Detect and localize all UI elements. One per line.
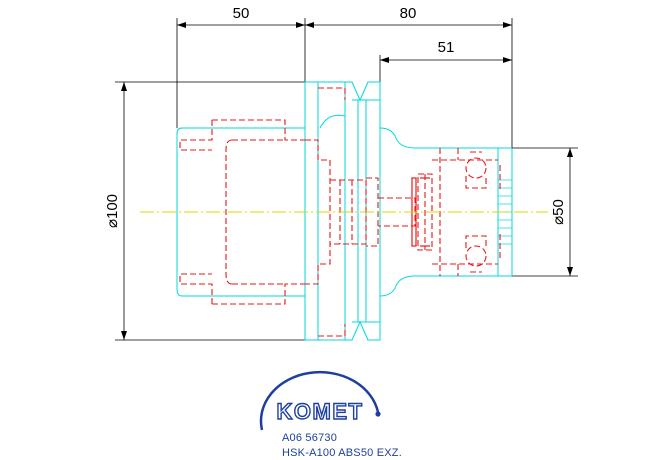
part-outline — [176, 81, 513, 341]
part-description: HSK-A100 ABS50 EXZ. — [282, 447, 402, 459]
part-number: A06 56730 — [282, 432, 338, 444]
dimension-lines — [115, 18, 578, 341]
komet-logo: KOMET — [259, 370, 381, 431]
dim-text-80: 80 — [400, 5, 417, 22]
komet-logo-text: KOMET — [277, 399, 364, 424]
dim-text-50: 50 — [233, 5, 250, 22]
dimension-arrows — [121, 22, 573, 340]
dim-text-diameter-100: ⌀100 — [104, 194, 121, 228]
dim-text-51: 51 — [438, 39, 455, 56]
dim-text-diameter-50: ⌀50 — [550, 199, 567, 225]
